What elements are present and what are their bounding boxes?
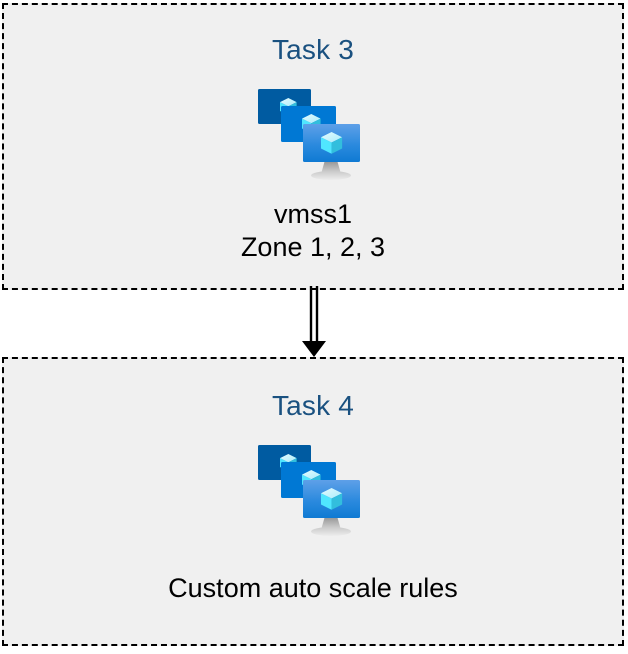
task-caption: vmss1 Zone 1, 2, 3 bbox=[241, 198, 385, 264]
monitor-front bbox=[303, 480, 360, 518]
caption-line-2: Zone 1, 2, 3 bbox=[240, 232, 386, 262]
azure-vm-scale-set-icon bbox=[253, 82, 373, 184]
task-box-task4[interactable]: Task 4 bbox=[2, 357, 624, 646]
caption-line-1: vmss1 bbox=[273, 199, 352, 229]
task-title: Task 4 bbox=[271, 390, 355, 421]
task-caption: Custom auto scale rules bbox=[168, 572, 458, 605]
double-line-down-arrow bbox=[296, 286, 332, 358]
monitor-stand bbox=[311, 516, 351, 536]
monitor-front bbox=[303, 124, 360, 162]
azure-vm-scale-set-icon bbox=[253, 438, 373, 540]
task-title: Task 3 bbox=[271, 34, 355, 65]
task-box-task3[interactable]: Task 3 bbox=[2, 3, 624, 290]
caption-line-1: Custom auto scale rules bbox=[168, 573, 458, 603]
monitor-stand bbox=[311, 160, 351, 180]
